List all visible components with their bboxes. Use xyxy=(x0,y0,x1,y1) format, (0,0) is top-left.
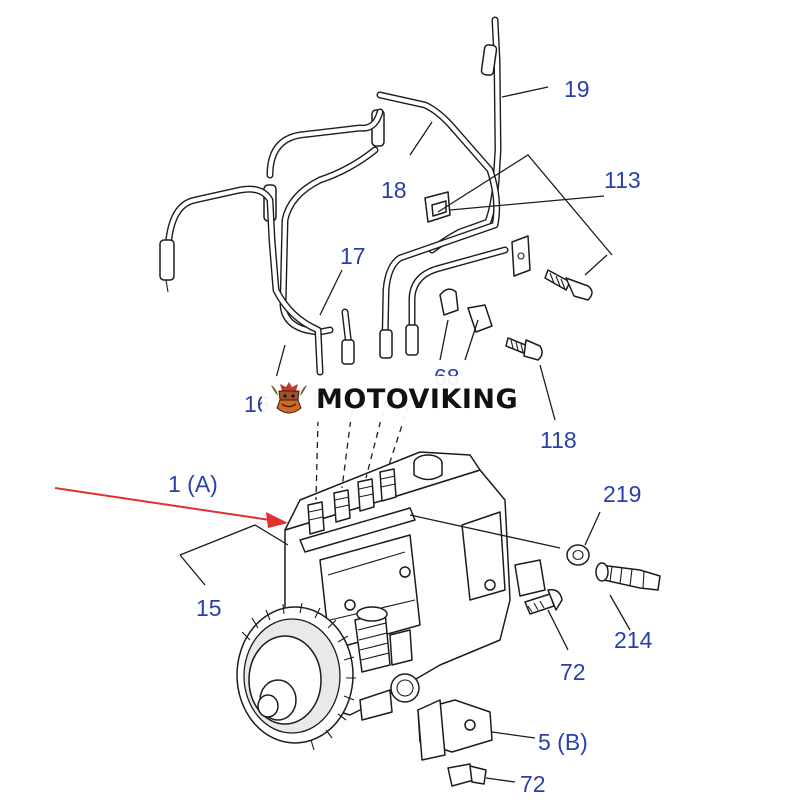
callout-18: 18 xyxy=(381,177,407,203)
callout-5-b: 5 (B) xyxy=(538,729,588,755)
delivery-valve-holders xyxy=(307,394,413,535)
fitting-214 xyxy=(595,562,661,591)
viking-logo-icon xyxy=(271,382,307,414)
clip-68 xyxy=(439,288,493,333)
bolt-113 xyxy=(544,269,593,301)
bolt-118 xyxy=(505,337,543,361)
callout-1-a: 1 (A) xyxy=(168,471,218,497)
bolt-72-lower xyxy=(447,763,487,787)
callout-118: 118 xyxy=(540,427,577,453)
watermark-brand-text: MOTOVIKING xyxy=(316,383,519,415)
injection-pipe-rear xyxy=(405,246,509,356)
bracket-5 xyxy=(417,699,493,761)
washer-219 xyxy=(566,544,590,566)
callout-72-upper: 72 xyxy=(560,659,586,685)
callout-113: 113 xyxy=(604,167,641,193)
callout-17: 17 xyxy=(340,243,366,269)
callout-214: 214 xyxy=(614,627,653,653)
callout-72-lower: 72 xyxy=(520,771,546,797)
injection-pipe-16 xyxy=(159,185,324,376)
leader-lines xyxy=(179,86,631,783)
callout-15: 15 xyxy=(196,595,222,621)
injection-pipe-18 xyxy=(371,91,501,359)
pipe-clamp-113 xyxy=(424,191,531,277)
callout-219: 219 xyxy=(603,481,641,507)
pointer-arrow xyxy=(54,487,288,528)
injection-pipe-17 xyxy=(263,108,384,365)
watermark: MOTOVIKING xyxy=(262,376,534,422)
callout-19: 19 xyxy=(564,76,590,102)
bolt-72-upper xyxy=(524,588,563,615)
drive-gear-15 xyxy=(236,602,356,751)
